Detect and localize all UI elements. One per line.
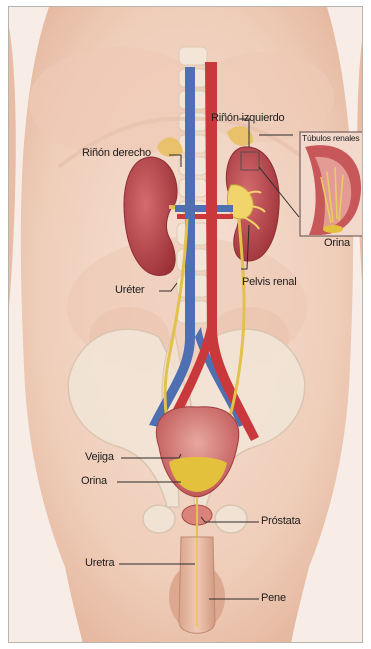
label-orina-inset: Orina <box>324 237 350 250</box>
label-tubulos-renales: Túbulos renales <box>302 132 359 145</box>
label-pelvis-renal: Pelvis renal <box>242 276 296 289</box>
label-vejiga: Vejiga <box>85 451 114 464</box>
label-rinon-izquierdo: Riñón izquierdo <box>211 112 284 125</box>
label-orina: Orina <box>81 475 107 488</box>
anatomy-diagram: Riñón derecho Riñón izquierdo Túbulos re… <box>8 6 363 643</box>
label-ureter: Uréter <box>115 284 144 297</box>
urinary-system-illustration <box>9 7 363 643</box>
label-uretra: Uretra <box>85 557 114 570</box>
tubules-inset <box>300 132 363 236</box>
label-pene: Pene <box>261 592 286 605</box>
label-prostata: Próstata <box>261 515 300 528</box>
label-rinon-derecho: Riñón derecho <box>82 147 151 160</box>
